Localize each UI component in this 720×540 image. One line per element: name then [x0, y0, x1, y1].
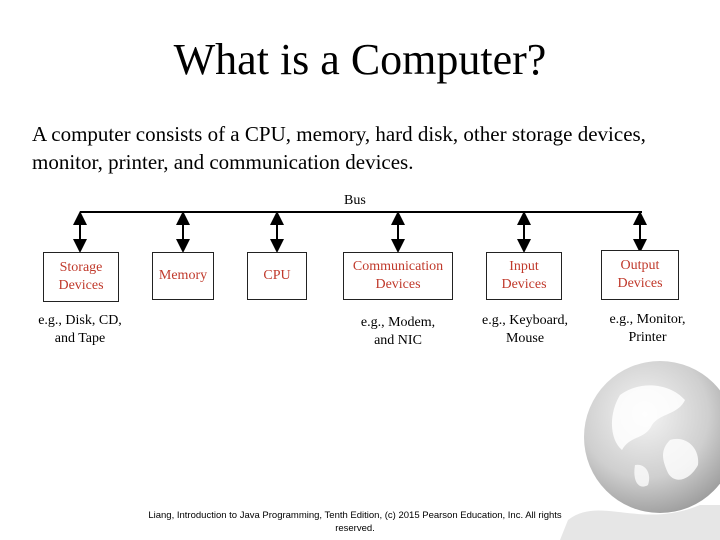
- input-examples: e.g., Keyboard, Mouse: [482, 313, 568, 346]
- memory-label: Memory: [158, 268, 208, 283]
- storage-examples: e.g., Disk, CD, and Tape: [38, 313, 122, 346]
- cpu-box: CPU: [247, 252, 307, 300]
- storage-devices-box: Storage Devices: [43, 252, 119, 302]
- input-devices-box: Input Devices: [486, 252, 562, 300]
- globe-icon: [560, 361, 720, 540]
- footer-citation: Liang, Introduction to Java Programming,…: [148, 510, 562, 534]
- memory-box: Memory: [152, 252, 214, 300]
- slide-title: What is a Computer?: [173, 35, 547, 84]
- computer-bus-diagram: [73, 211, 647, 253]
- slide-body-text: A computer consists of a CPU, memory, ha…: [32, 122, 646, 174]
- output-devices-label: Output Devices: [617, 258, 663, 291]
- storage-devices-label: Storage Devices: [58, 260, 104, 293]
- bus-label: Bus: [344, 193, 366, 208]
- cpu-label: CPU: [263, 268, 291, 283]
- communication-examples: e.g., Modem, and NIC: [360, 315, 436, 348]
- communication-devices-label: Communication Devices: [352, 259, 444, 292]
- output-devices-box: Output Devices: [601, 250, 679, 300]
- input-devices-label: Input Devices: [501, 259, 547, 292]
- communication-devices-box: Communication Devices: [343, 252, 453, 300]
- output-examples: e.g., Monitor, Printer: [609, 312, 686, 345]
